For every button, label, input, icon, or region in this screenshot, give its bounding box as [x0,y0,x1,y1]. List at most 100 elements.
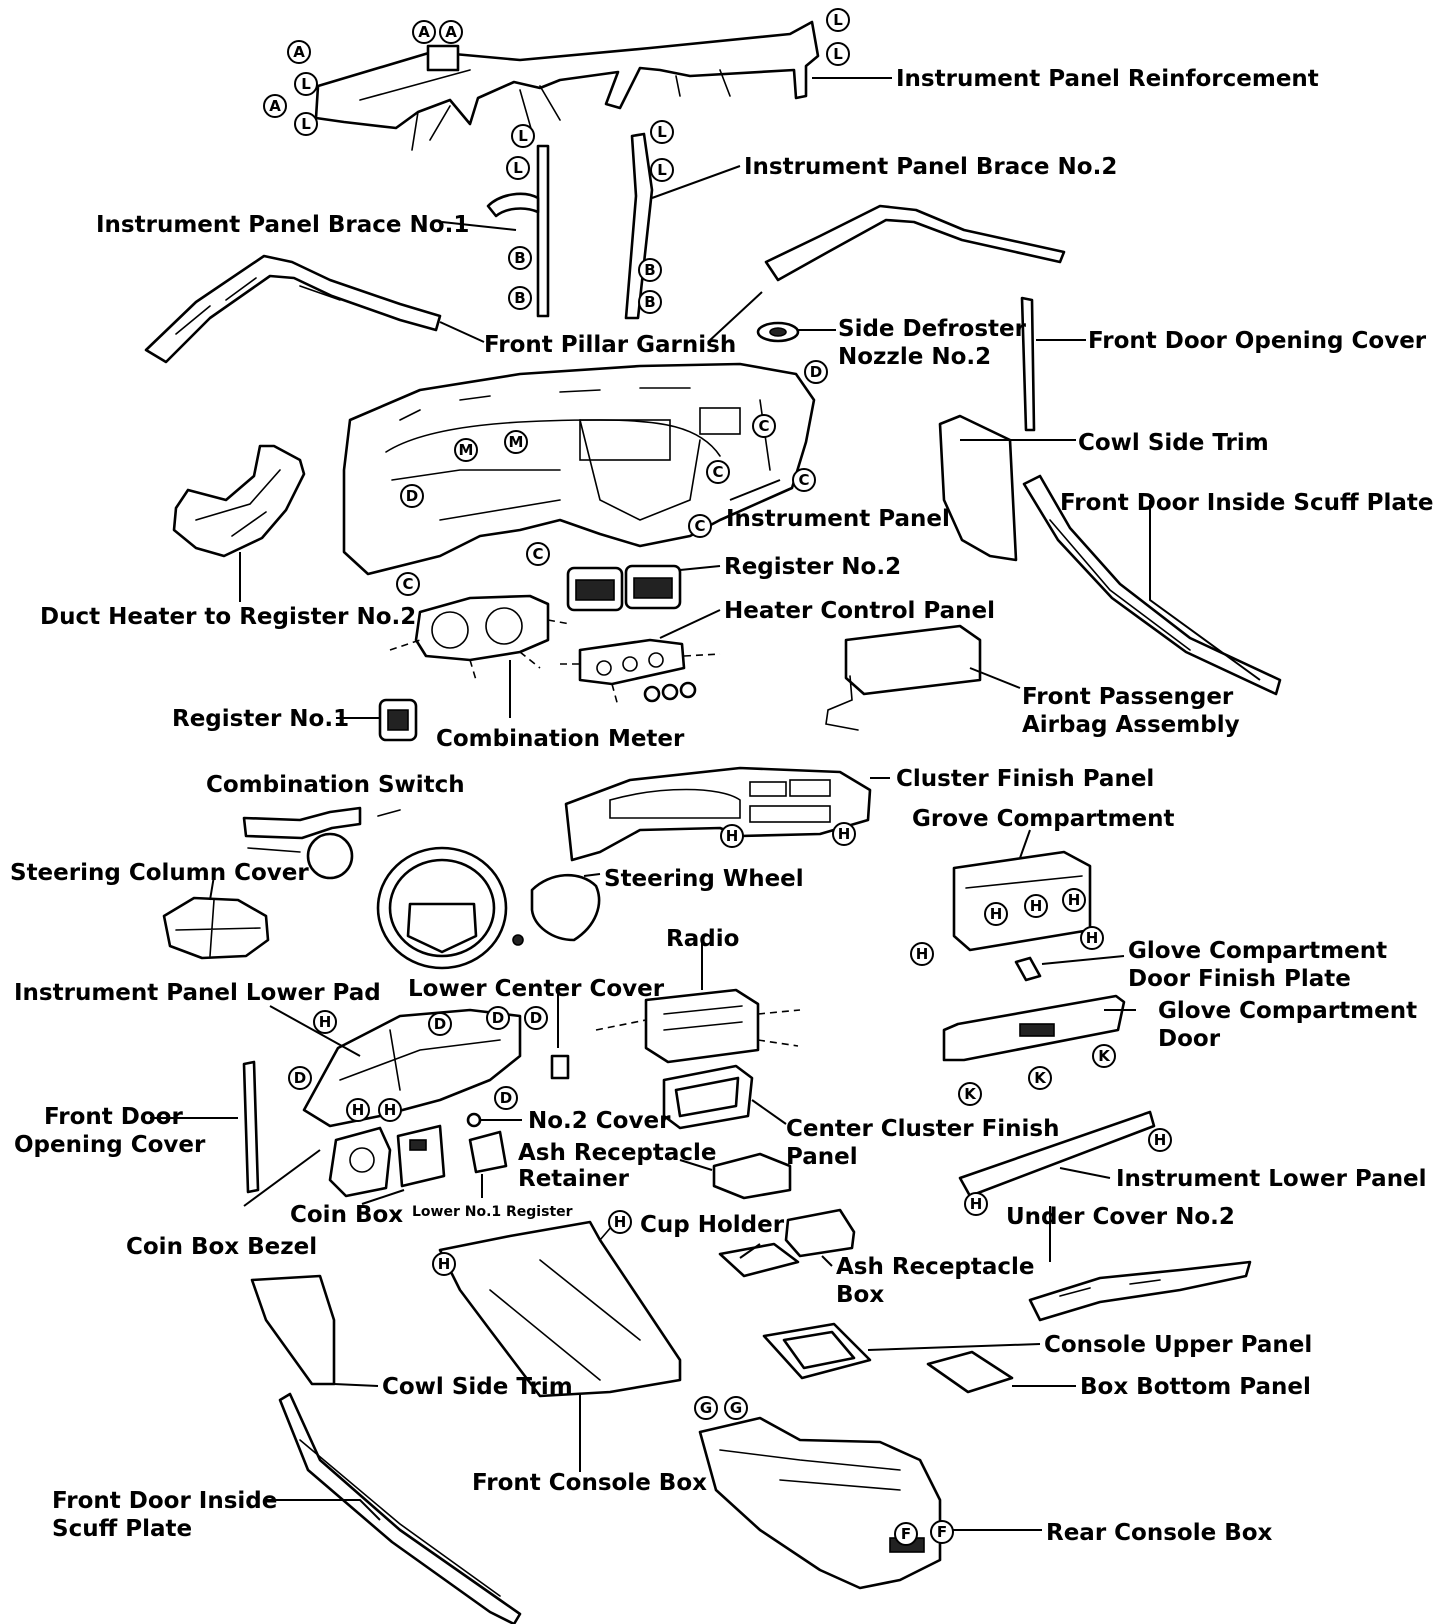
svg-text:L: L [657,123,667,141]
marker-C-5: C [526,542,550,566]
label-front-door-opening-cover-left-2: Opening Cover [14,1132,206,1158]
marker-H-11: H [1148,1128,1172,1152]
label-steering-column-cover: Steering Column Cover [10,860,309,886]
svg-text:C: C [532,545,543,563]
label-instrument-panel-brace-no1: Instrument Panel Brace No.1 [96,212,469,238]
svg-text:L: L [513,159,523,177]
combination-meter-part [389,594,571,681]
marker-B-3: B [638,258,662,282]
label-cowl-side-trim-right: Cowl Side Trim [1078,430,1269,456]
label-ash-receptacle-box-2: Box [836,1282,884,1308]
marker-A-2: A [412,20,436,44]
marker-L-7: L [650,120,674,144]
marker-H-4: H [1024,894,1048,918]
svg-text:C: C [712,463,723,481]
marker-F-2: F [930,1520,954,1544]
svg-text:A: A [445,23,457,41]
svg-text:D: D [406,487,418,505]
register-no1-part [378,698,418,742]
svg-text:C: C [758,417,769,435]
heater-control-panel-part [560,638,721,707]
marker-D-4: D [486,1006,510,1030]
svg-text:H: H [838,825,851,843]
marker-K-1: K [1092,1044,1116,1068]
svg-text:H: H [319,1013,332,1031]
register-no2-part [566,564,682,612]
marker-H-6: H [910,942,934,966]
marker-M-2: M [504,430,528,454]
marker-H-13: H [608,1210,632,1234]
center-cluster-finish-panel-part [662,1064,754,1130]
svg-text:L: L [301,115,311,133]
svg-text:H: H [1030,897,1043,915]
marker-D-2: D [400,484,424,508]
front-door-opening-cover-left-part [242,1060,260,1194]
side-defroster-nozzle-part [756,321,800,343]
label-front-door-inside-scuff-plate-left-2: Scuff Plate [52,1516,192,1542]
front-passenger-airbag-part [825,624,982,731]
label-front-door-opening-cover-right: Front Door Opening Cover [1088,328,1427,354]
label-ash-receptacle-box-1: Ash Receptacle [836,1254,1035,1280]
label-side-defroster-1: Side Defroster [838,316,1027,342]
marker-H-12: H [964,1192,988,1216]
label-glove-compartment-door-finish-plate-2: Door Finish Plate [1128,966,1351,992]
label-combination-meter: Combination Meter [436,726,685,752]
marker-C-1: C [752,414,776,438]
cluster-finish-panel-part [564,766,872,862]
marker-D-1: D [804,360,828,384]
radio-part [595,988,801,1064]
marker-G-1: G [694,1396,718,1420]
label-front-door-inside-scuff-plate-left-1: Front Door Inside [52,1488,277,1514]
marker-D-3: D [428,1012,452,1036]
front-door-inside-scuff-plate-left-part [278,1392,522,1624]
svg-text:L: L [833,45,843,63]
label-heater-control-panel: Heater Control Panel [724,598,995,624]
svg-text:L: L [301,75,311,93]
svg-text:C: C [798,471,809,489]
cup-holder-part [718,1242,800,1278]
front-door-inside-scuff-plate-right-part [1022,474,1282,696]
coin-box-part [396,1124,446,1188]
label-instrument-panel-reinforcement: Instrument Panel Reinforcement [896,66,1319,92]
svg-text:L: L [657,161,667,179]
cowl-side-trim-left-part [250,1274,336,1386]
marker-L-1: L [294,72,318,96]
marker-K-3: K [958,1082,982,1106]
label-cup-holder: Cup Holder [640,1212,785,1238]
cowl-side-trim-right-part [938,414,1018,562]
marker-H-9: H [346,1098,370,1122]
svg-text:H: H [1086,929,1099,947]
leader-lines [150,77,1261,1531]
front-console-box-part [438,1220,682,1398]
instrument-panel-part [342,362,816,576]
svg-text:H: H [1068,891,1081,909]
label-front-console-box: Front Console Box [472,1470,707,1496]
svg-text:F: F [937,1523,947,1541]
svg-text:C: C [402,575,413,593]
marker-L-5: L [511,124,535,148]
glove-compartment-door-finish-plate-part [1014,956,1042,982]
svg-text:B: B [644,261,655,279]
label-steering-wheel: Steering Wheel [604,866,804,892]
ash-receptacle-box-part [784,1208,856,1258]
svg-text:D: D [434,1015,446,1033]
marker-D-6: D [288,1066,312,1090]
rear-console-box-part [698,1416,942,1590]
svg-text:K: K [1034,1069,1047,1087]
svg-text:K: K [964,1085,977,1103]
label-box-bottom-panel: Box Bottom Panel [1080,1374,1311,1400]
box-bottom-panel-part [926,1350,1014,1394]
marker-B-1: B [508,246,532,270]
label-combination-switch: Combination Switch [206,772,465,798]
label-register-no1: Register No.1 [172,706,349,732]
svg-text:D: D [492,1009,504,1027]
duct-heater-part [172,444,306,558]
marker-M-1: M [454,438,478,462]
label-front-door-opening-cover-left-1: Front Door [44,1104,183,1130]
svg-text:L: L [518,127,528,145]
label-glove-compartment-door-finish-plate-1: Glove Compartment [1128,938,1387,964]
label-cowl-side-trim-left: Cowl Side Trim [382,1374,573,1400]
label-front-passenger-airbag-2: Airbag Assembly [1022,712,1240,738]
label-duct-heater: Duct Heater to Register No.2 [40,604,416,630]
label-radio: Radio [666,926,739,952]
